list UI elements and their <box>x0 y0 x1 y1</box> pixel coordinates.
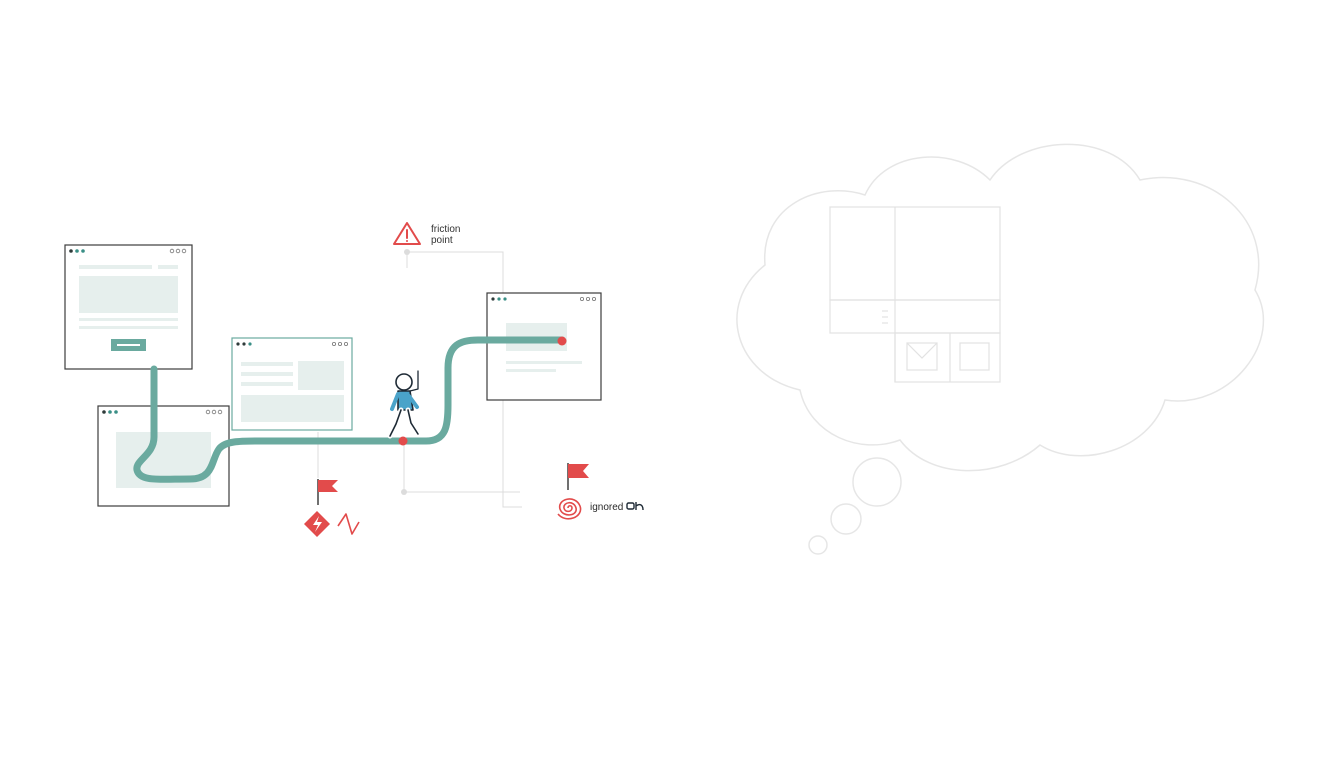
browser-window-3 <box>231 337 353 431</box>
friction-label-line2: point <box>431 235 453 246</box>
browser-window-2 <box>97 405 230 507</box>
window-control-icon <box>211 409 217 415</box>
window-control-icon <box>175 248 181 254</box>
window-control-icon <box>181 248 187 254</box>
window-control-icon <box>217 409 223 415</box>
window-control-icon <box>169 248 175 254</box>
window-control-icon <box>205 409 211 415</box>
cloud-wireframe <box>829 206 1001 383</box>
window-control-icon <box>331 341 336 346</box>
red-flag-icon <box>317 479 338 505</box>
warning-triangle-icon <box>393 222 421 245</box>
spiral-icon <box>557 498 582 520</box>
browser-window-1 <box>64 244 193 370</box>
walking-person-icon <box>387 370 421 439</box>
friction-marker <box>398 436 408 446</box>
browser-window-4 <box>486 292 602 401</box>
window-dot-icon <box>69 249 73 253</box>
window-placeholder <box>241 395 344 422</box>
window-dot-icon <box>102 410 106 414</box>
window-control-icon <box>592 296 597 301</box>
ignored-label: ignored <box>590 502 623 513</box>
envelope-icon <box>906 342 938 371</box>
lightning-diamond-icon <box>304 511 330 537</box>
friction-label-line1: friction <box>431 224 460 235</box>
goal-marker <box>557 336 567 346</box>
journey-path <box>133 336 566 483</box>
window-dot-icon <box>503 297 507 301</box>
red-flag-icon <box>567 463 589 490</box>
window-dot-icon <box>114 410 118 414</box>
cloud-square-icon <box>959 342 990 371</box>
window-dot-icon <box>81 249 85 253</box>
window-dot-icon <box>248 342 252 346</box>
connector-node <box>404 249 410 255</box>
window-dot-icon <box>497 297 501 301</box>
window-control-icon <box>580 296 585 301</box>
window-dot-icon <box>108 410 112 414</box>
thought-cloud-icon <box>736 143 1265 555</box>
window-control-icon <box>343 341 348 346</box>
ignored-gesture-icon <box>626 502 644 511</box>
window-placeholder <box>298 361 344 390</box>
connector-node <box>401 489 407 495</box>
window-placeholder <box>79 276 178 313</box>
window-control-icon <box>337 341 342 346</box>
window-dot-icon <box>242 342 246 346</box>
window-dot-icon <box>236 342 240 346</box>
window-dot-icon <box>491 297 495 301</box>
window-control-icon <box>586 296 591 301</box>
cloud-wireframe-panel <box>829 206 1001 301</box>
window-dot-icon <box>75 249 79 253</box>
zigzag-icon <box>337 513 360 535</box>
